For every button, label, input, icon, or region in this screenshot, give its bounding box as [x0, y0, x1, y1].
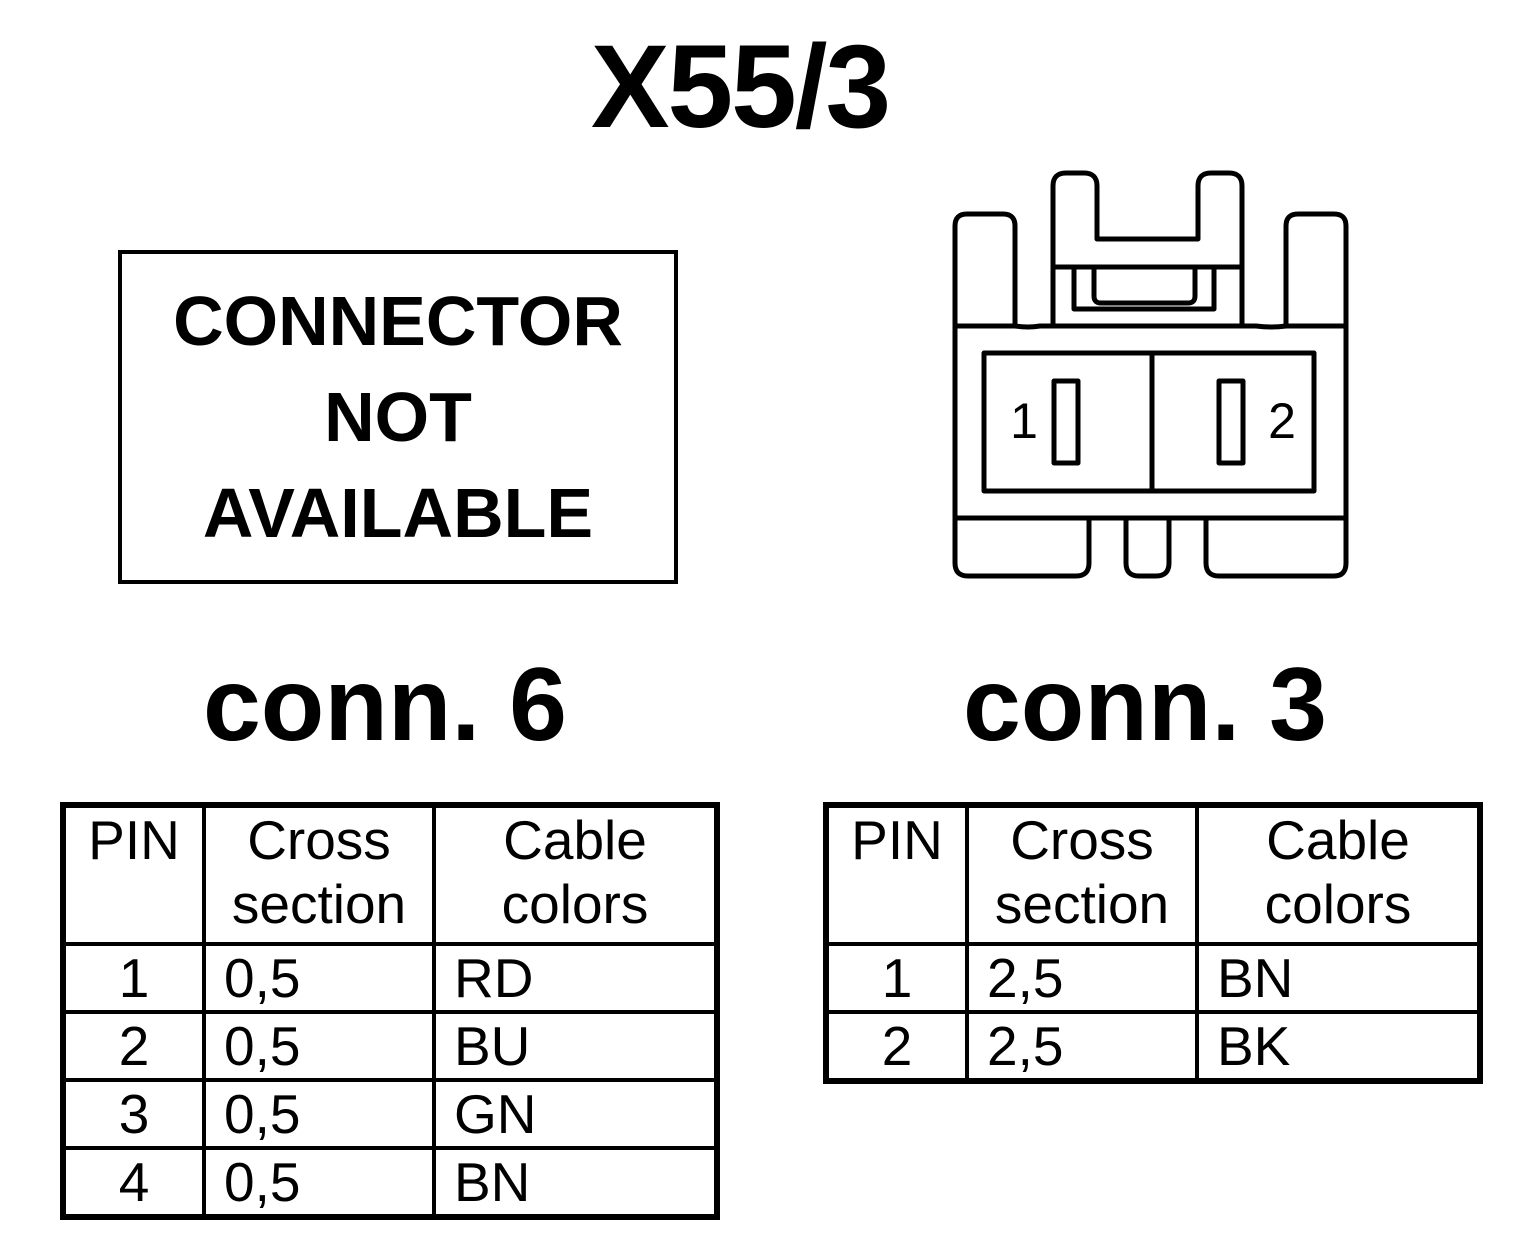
- cell-cross-section: 0,5: [202, 1010, 436, 1082]
- cell-pin: 2: [824, 1010, 969, 1083]
- header-cross-section: Cross section: [965, 803, 1199, 946]
- cell-pin: 1: [61, 942, 206, 1014]
- connector-latch-tab: [1050, 170, 1245, 326]
- cell-pin: 1: [824, 942, 969, 1014]
- pin-slot-1: [1051, 378, 1081, 466]
- table-row: 3 0,5 GN: [61, 1078, 719, 1150]
- connector-3-drawing: 1 2: [952, 170, 1349, 579]
- cell-cable-color: GN: [432, 1078, 719, 1150]
- table-row: 2 2,5 BK: [824, 1010, 1482, 1083]
- conn-6-label: conn. 6: [202, 647, 568, 763]
- connector-not-available-box: CONNECTOR NOT AVAILABLE: [118, 250, 678, 584]
- cell-cable-color: BK: [1195, 1010, 1482, 1083]
- connector-body: [952, 323, 1349, 521]
- header-pin: PIN: [61, 803, 206, 946]
- conn-6-pin-table: PIN Cross section Cable colors 1 0,5 RD …: [60, 802, 720, 1220]
- cell-cable-color: BN: [1195, 942, 1482, 1014]
- cell-pin: 3: [61, 1078, 206, 1150]
- not-available-line-2: NOT: [324, 378, 472, 456]
- cell-cable-color: BN: [432, 1146, 719, 1219]
- table-header-row: PIN Cross section Cable colors: [61, 803, 719, 946]
- conn-3-label: conn. 3: [962, 647, 1328, 763]
- connector-foot-center: [1123, 518, 1172, 579]
- cell-cable-color: BU: [432, 1010, 719, 1082]
- page-title: X55/3: [590, 21, 891, 153]
- table-row: 2 0,5 BU: [61, 1010, 719, 1082]
- table-row: 1 2,5 BN: [824, 942, 1482, 1014]
- cell-cross-section: 2,5: [965, 942, 1199, 1014]
- not-available-line-1: CONNECTOR: [173, 282, 623, 360]
- connector-foot-left: [952, 518, 1092, 579]
- conn-3-pin-table: PIN Cross section Cable colors 1 2,5 BN …: [823, 802, 1483, 1084]
- pin-slot-2: [1216, 378, 1246, 466]
- header-pin: PIN: [824, 803, 969, 946]
- cell-cross-section: 2,5: [965, 1010, 1199, 1083]
- cell-pin: 4: [61, 1146, 206, 1219]
- table-row: 4 0,5 BN: [61, 1146, 719, 1219]
- header-cable-colors: Cable colors: [1195, 803, 1482, 946]
- cell-pin: 2: [61, 1010, 206, 1082]
- pin-label-2: 2: [1268, 393, 1296, 449]
- pin-label-1: 1: [1010, 393, 1038, 449]
- cell-cable-color: RD: [432, 942, 719, 1014]
- cell-cross-section: 0,5: [202, 942, 436, 1014]
- cell-cross-section: 0,5: [202, 1146, 436, 1219]
- header-cable-colors: Cable colors: [432, 803, 719, 946]
- header-cross-section: Cross section: [202, 803, 436, 946]
- table-header-row: PIN Cross section Cable colors: [824, 803, 1482, 946]
- connector-foot-right: [1203, 518, 1349, 579]
- table-row: 1 0,5 RD: [61, 942, 719, 1014]
- connector-pin-window: [981, 350, 1317, 494]
- cell-cross-section: 0,5: [202, 1078, 436, 1150]
- not-available-line-3: AVAILABLE: [202, 474, 594, 552]
